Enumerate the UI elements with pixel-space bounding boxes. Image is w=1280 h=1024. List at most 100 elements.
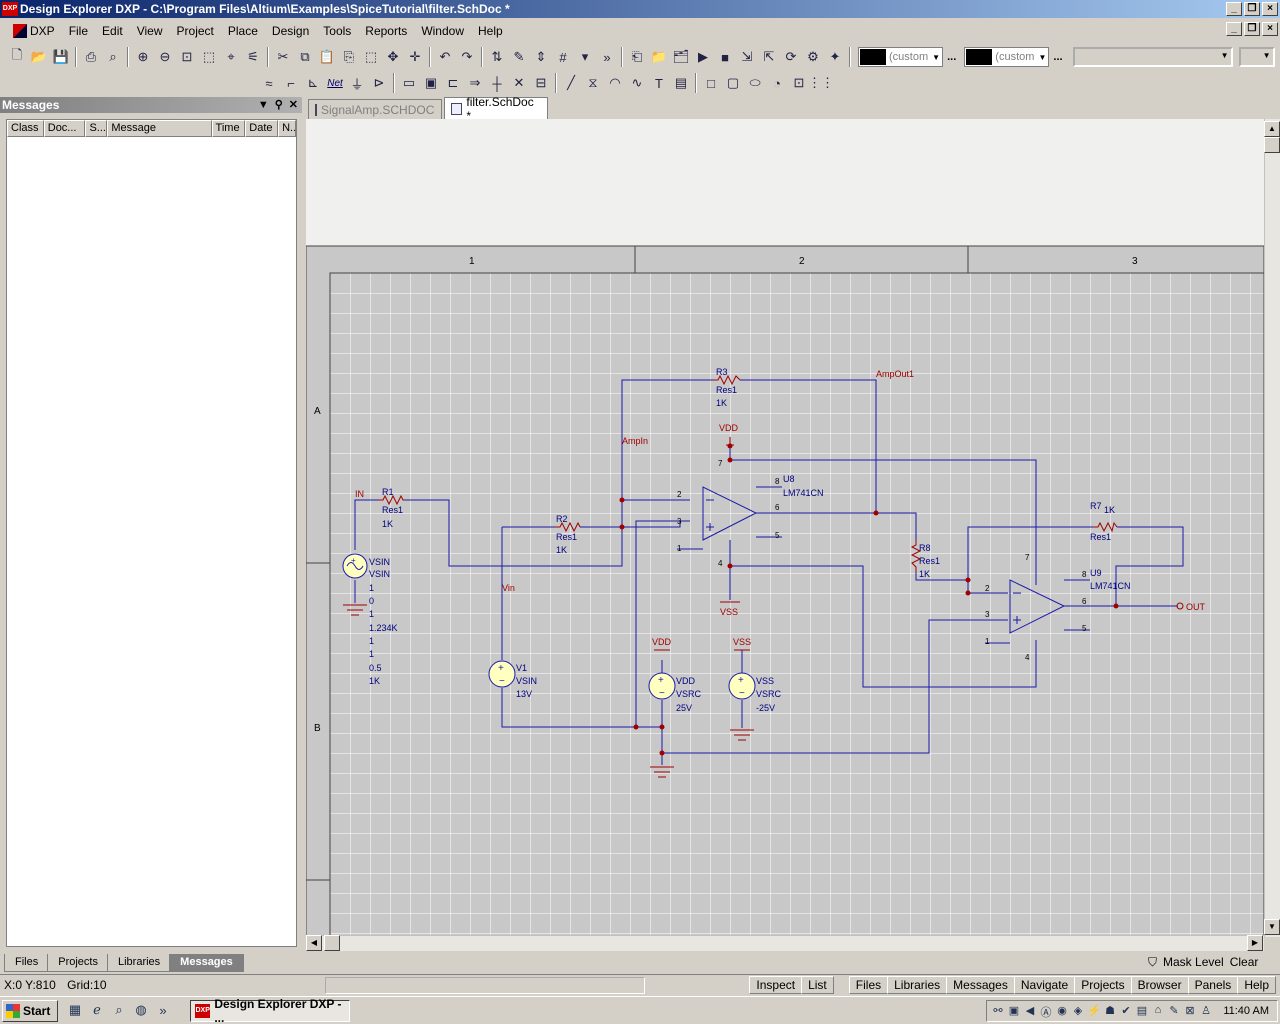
menu-view[interactable]: View	[136, 24, 163, 38]
round-rect-icon[interactable]: ▢	[726, 75, 740, 90]
net-label-out[interactable]: OUT	[1186, 602, 1206, 612]
doc-close-button[interactable]: ×	[1262, 22, 1278, 36]
refresh-icon[interactable]: ⟳	[785, 49, 797, 64]
designator-r7[interactable]: R7	[1090, 501, 1102, 511]
tab-libraries[interactable]: Libraries	[106, 954, 172, 972]
panels-button[interactable]: Panels	[1187, 976, 1239, 994]
junction-icon[interactable]: ┼	[492, 75, 502, 91]
bezier-icon[interactable]: ∿	[631, 75, 643, 90]
color-picker-1[interactable]: (custom ▼	[858, 47, 944, 67]
power-label-vss[interactable]: VSS	[733, 637, 751, 647]
navigate-button[interactable]: Navigate	[1013, 976, 1076, 994]
wire-icon[interactable]: ≈	[265, 75, 273, 91]
menu-tools[interactable]: Tools	[323, 24, 352, 38]
no-erc-icon[interactable]: ✕	[513, 75, 525, 90]
project-icon[interactable]: 🗂	[672, 49, 690, 64]
tray-app-icon[interactable]: ◈	[1073, 1005, 1083, 1017]
zoom-selected-icon[interactable]: ⌖	[227, 49, 235, 64]
image-icon[interactable]: ⊡	[793, 75, 805, 90]
libraries-button[interactable]: Libraries	[887, 976, 948, 994]
horizontal-scrollbar[interactable]: ◀ ▶	[306, 935, 1264, 951]
sheet-entry-icon[interactable]: ▣	[424, 75, 438, 90]
paste-icon[interactable]: 📋	[318, 49, 336, 64]
column-date[interactable]: Date	[245, 120, 279, 137]
pin-icon[interactable]: ⚲	[274, 99, 283, 111]
scroll-right-icon[interactable]: ▶	[1247, 935, 1263, 951]
tab-filter[interactable]: filter.SchDoc *	[444, 95, 548, 123]
task-design-explorer[interactable]: DXP Design Explorer DXP - ...	[190, 997, 350, 1024]
designator-u8[interactable]: U8	[783, 474, 795, 484]
scroll-up-icon[interactable]: ▲	[1264, 121, 1280, 137]
polygon-icon[interactable]: ⧖	[588, 75, 598, 90]
tab-projects[interactable]: Projects	[47, 954, 109, 972]
ground-icon[interactable]: ⏚	[350, 76, 364, 92]
tray-app-icon[interactable]: ⊠	[1185, 1005, 1195, 1017]
power-label-vdd[interactable]: VDD	[719, 423, 739, 433]
browse-icon[interactable]: ✎	[513, 49, 525, 64]
search-icon[interactable]: ⌕	[115, 1002, 123, 1017]
color-picker-2[interactable]: (custom ▼	[964, 47, 1050, 67]
deselect-icon[interactable]: ✛	[409, 49, 421, 64]
zoom-in-icon[interactable]: ⊕	[137, 49, 149, 64]
array-icon[interactable]: ⋮⋮	[808, 75, 834, 90]
tray-app-icon[interactable]: ⌂	[1154, 1004, 1162, 1016]
text-icon[interactable]: T	[655, 75, 663, 91]
column-document[interactable]: Doc...	[43, 120, 86, 137]
device-sheet-icon[interactable]: ⊏	[447, 75, 459, 90]
zoom-fit-icon[interactable]: ⊡	[181, 49, 193, 64]
tab-signalamp[interactable]: SignalAmp.SCHDOC	[308, 99, 442, 119]
messages-list[interactable]: Class Doc... S... Message Time Date N...	[6, 119, 297, 947]
doc-minimize-button[interactable]: _	[1226, 22, 1242, 36]
run-icon[interactable]: ▶	[698, 49, 708, 64]
menu-project[interactable]: Project	[176, 24, 214, 38]
schematic-canvas[interactable]: 1 2 3 A B	[306, 119, 1264, 937]
probe-icon[interactable]: ⊟	[535, 75, 547, 90]
zoom-combo[interactable]: ▼	[1238, 47, 1275, 67]
designator-v1[interactable]: V1	[516, 663, 527, 673]
undo-icon[interactable]: ↶	[439, 49, 451, 64]
column-class[interactable]: Class	[7, 120, 44, 137]
compile-icon[interactable]: ⎗	[631, 49, 643, 64]
close-icon[interactable]: ✕	[288, 99, 298, 111]
browser-button[interactable]: Browser	[1130, 976, 1189, 994]
tab-files[interactable]: Files	[4, 954, 50, 972]
files-button[interactable]: Files	[848, 976, 889, 994]
ellipse-icon[interactable]: ⬭	[749, 75, 761, 90]
designator-r3[interactable]: R3	[716, 367, 728, 377]
opamp-u9-symbol[interactable]	[1009, 579, 1066, 634]
pie-icon[interactable]: ◔	[773, 75, 781, 91]
arc-icon[interactable]: ◠	[609, 75, 621, 90]
tray-app-icon[interactable]: ◉	[1057, 1005, 1067, 1017]
doc-restore-button[interactable]: ❐	[1244, 22, 1260, 36]
mask-level-button[interactable]: Mask Level	[1163, 955, 1224, 969]
tray-app-icon[interactable]: ▣	[1008, 1005, 1020, 1017]
rectangle-icon[interactable]: □	[707, 75, 715, 91]
close-button[interactable]: ×	[1262, 2, 1278, 16]
menu-reports[interactable]: Reports	[365, 24, 408, 38]
clear-filter-icon[interactable]: ⚟	[247, 49, 259, 64]
tray-app-icon[interactable]: ✔	[1121, 1005, 1131, 1017]
grid-dropdown-icon[interactable]: ▾	[581, 49, 589, 64]
scroll-thumb[interactable]	[324, 935, 340, 951]
net-label-ampin[interactable]: AmpIn	[622, 436, 648, 446]
wires[interactable]	[354, 379, 1184, 765]
scroll-left-icon[interactable]: ◀	[306, 935, 322, 951]
rubber-stamp-icon[interactable]: ⎘	[343, 49, 355, 64]
export-icon[interactable]: ⇱	[763, 49, 775, 64]
open-project-icon[interactable]: 📁	[650, 49, 668, 64]
inspect-button[interactable]: Inspect	[749, 976, 803, 994]
schematic-sheet[interactable]: 1 2 3 A B	[306, 119, 1264, 937]
new-icon[interactable]: 🗋	[11, 47, 23, 62]
maximize-button[interactable]: ❐	[1244, 2, 1260, 16]
hierarchy-icon[interactable]: ⇅	[491, 49, 503, 64]
print-icon[interactable]: ⎙	[85, 49, 97, 64]
bus-entry-icon[interactable]: ⊾	[307, 75, 319, 90]
menu-dxp[interactable]: DXP	[6, 22, 62, 40]
list-button[interactable]: List	[801, 976, 834, 994]
move-icon[interactable]: ✥	[387, 49, 399, 64]
scroll-thumb[interactable]	[1264, 137, 1280, 153]
cross-sheet-icon[interactable]: ⇒	[469, 75, 481, 90]
bus-icon[interactable]: ⌐	[287, 75, 295, 91]
menu-edit[interactable]: Edit	[102, 24, 123, 38]
stop-icon[interactable]: ■	[721, 49, 729, 65]
